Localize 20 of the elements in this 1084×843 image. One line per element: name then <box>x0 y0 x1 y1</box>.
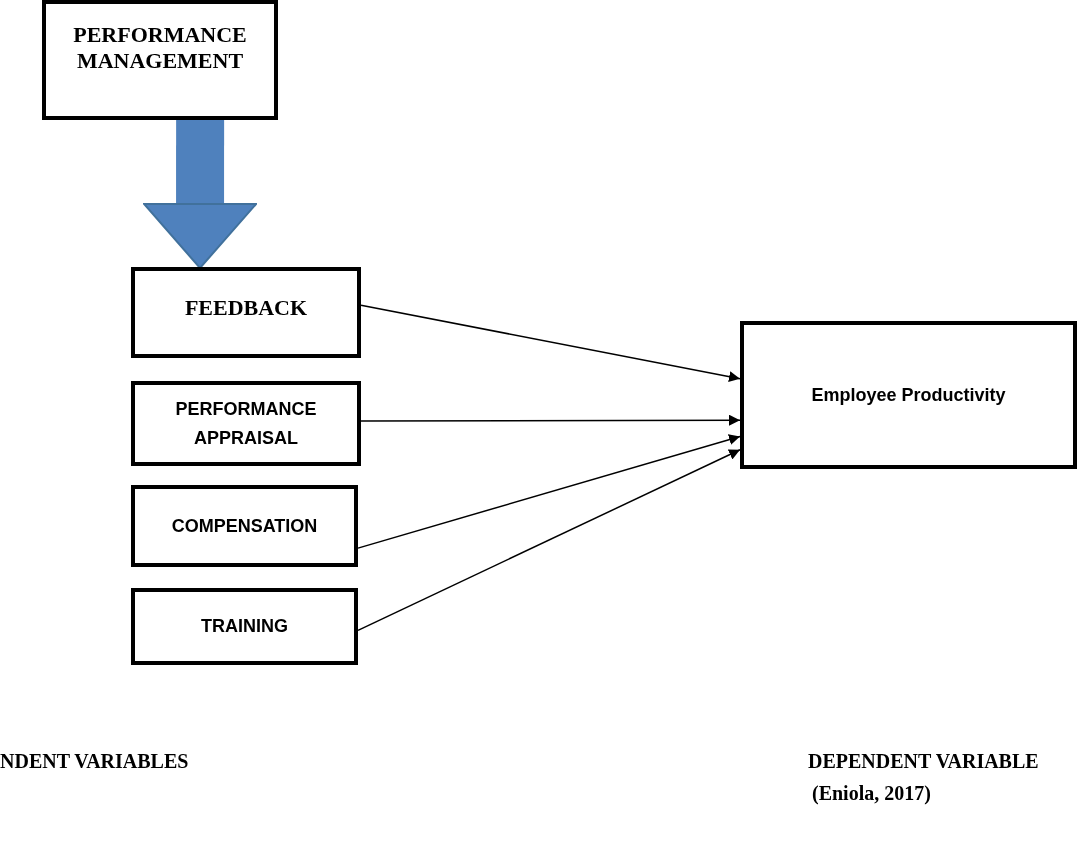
variable-label: Employee Productivity <box>811 383 1006 407</box>
variable-label: COMPENSATION <box>171 514 318 538</box>
arrow <box>357 449 741 632</box>
variable-box <box>42 0 278 120</box>
variable-box <box>131 485 358 567</box>
block-arrow <box>143 120 258 269</box>
arrow <box>360 304 741 383</box>
variable-label: FEEDBACK <box>184 295 308 322</box>
variable-box <box>131 267 361 358</box>
arrow <box>357 434 741 549</box>
source-citation: (Eniola, 2017) <box>812 782 931 805</box>
variable-box <box>131 588 358 665</box>
variable-box <box>740 321 1077 469</box>
arrow <box>360 414 741 426</box>
variable-label: TRAINING <box>201 615 288 639</box>
variable-label: PERFORMANCE APPRAISAL <box>174 397 318 450</box>
variable-box <box>131 381 361 466</box>
axis-caption: NDENT VARIABLES <box>0 750 189 773</box>
axis-caption: DEPENDENT VARIABLE <box>808 750 1039 773</box>
variable-label: PERFORMANCE MANAGEMENT <box>72 22 248 75</box>
